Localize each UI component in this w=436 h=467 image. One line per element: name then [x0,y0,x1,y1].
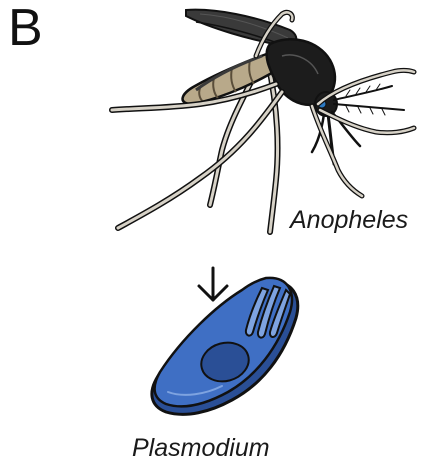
arrow-down-icon [199,268,227,300]
vector-label: Anopheles [290,206,408,235]
plasmodium-cell-icon [152,278,298,415]
parasite-label: Plasmodium [132,434,270,463]
mosquito-legs-front [112,12,414,228]
mosquito-icon [112,10,414,232]
